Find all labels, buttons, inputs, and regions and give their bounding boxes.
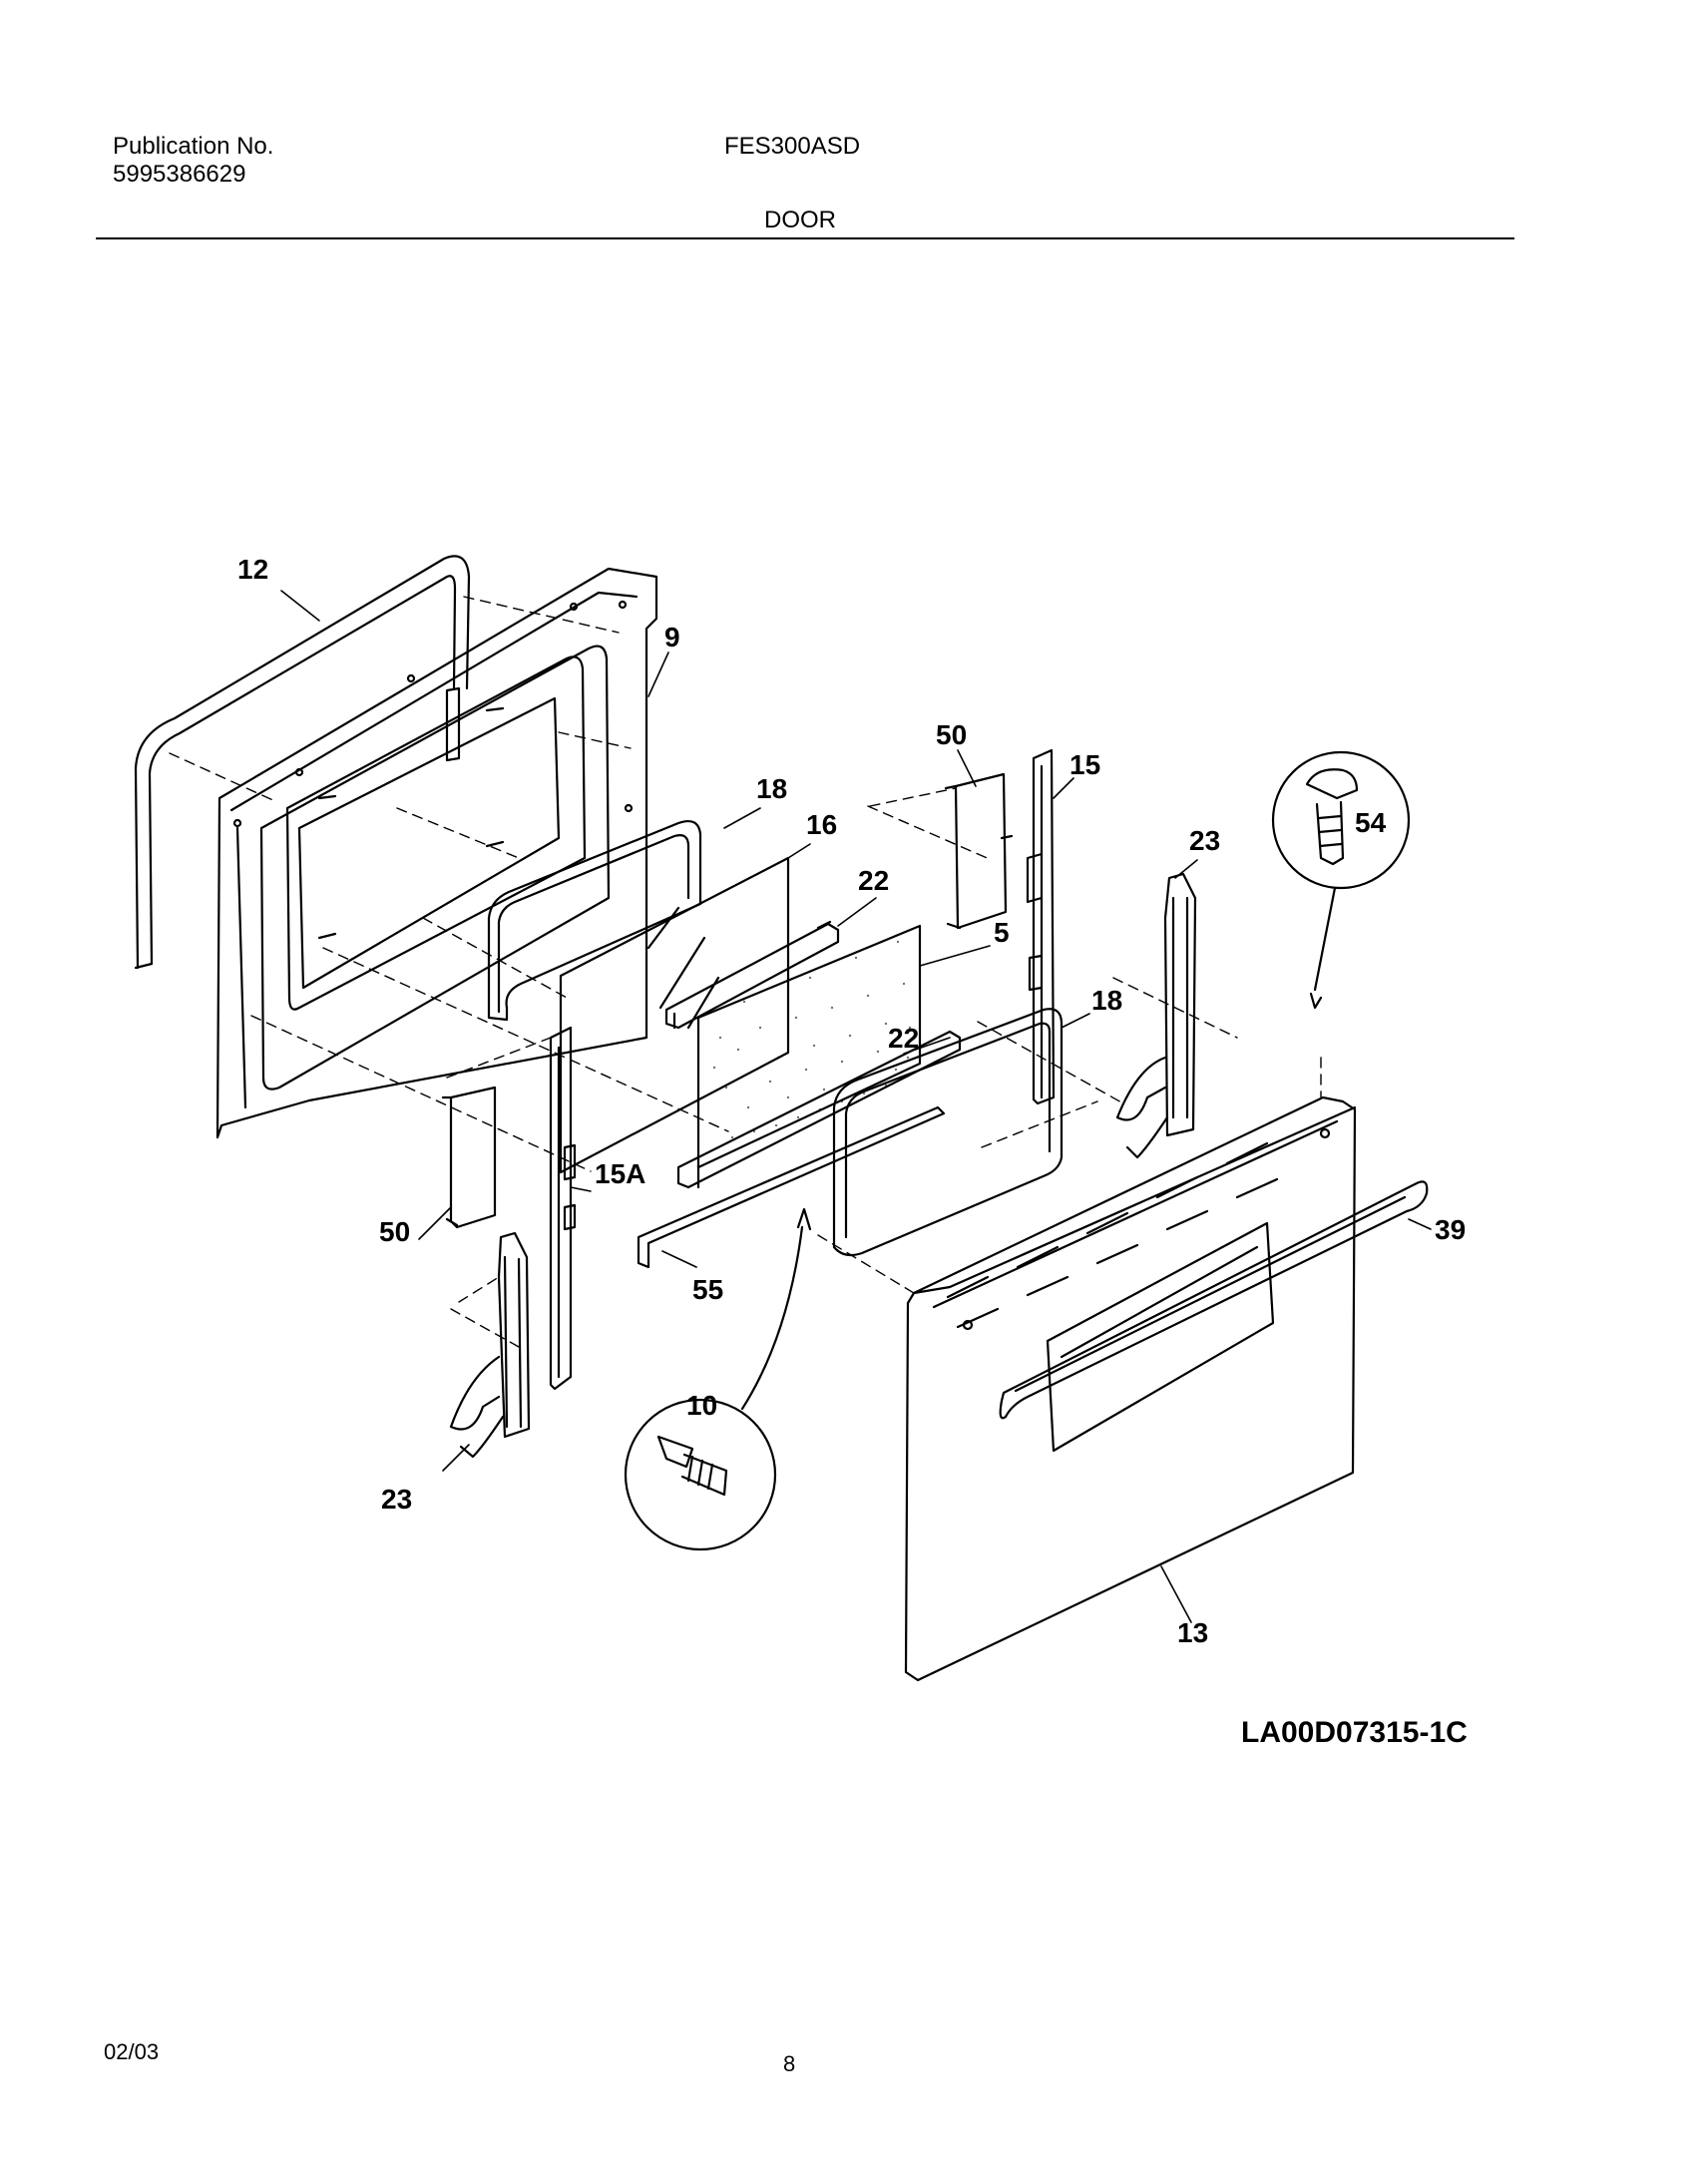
hinge-right-part xyxy=(1115,872,1197,1159)
part-label-23-right: 23 xyxy=(1189,825,1220,856)
part-label-50-lower: 50 xyxy=(379,1216,410,1247)
diagram-code: LA00D07315-1C xyxy=(1241,1716,1468,1749)
part-label-15: 15 xyxy=(1069,749,1100,780)
section-title: DOOR xyxy=(764,207,836,233)
door-gasket-part xyxy=(134,555,471,970)
left-side-channel-part xyxy=(549,1026,577,1391)
page-number: 8 xyxy=(783,2051,796,2076)
part-label-22-lower: 22 xyxy=(888,1023,919,1054)
publication-label: Publication No. xyxy=(113,133,274,160)
part-label-23-left: 23 xyxy=(381,1484,412,1515)
part-label-10: 10 xyxy=(686,1390,717,1421)
header-rule xyxy=(96,237,1514,239)
right-side-channel-part xyxy=(1026,748,1056,1105)
insulation-pad-part xyxy=(696,924,922,1169)
hinge-left-part xyxy=(449,1231,531,1459)
part-label-55: 55 xyxy=(692,1274,723,1305)
insulation-texture xyxy=(712,940,912,1139)
part-label-22-upper: 22 xyxy=(858,865,889,896)
part-label-18-upper: 18 xyxy=(756,773,787,804)
part-label-15A: 15A xyxy=(595,1158,645,1189)
part-label-18-lower: 18 xyxy=(1091,985,1122,1016)
lower-glass-retainer-part xyxy=(676,1030,962,1189)
model-number: FES300ASD xyxy=(724,133,861,160)
footer-date: 02/03 xyxy=(104,2039,160,2064)
inner-door-liner-part xyxy=(215,567,658,1139)
glass-gasket-lower-part xyxy=(832,1008,1064,1257)
upper-glass-retainer-part xyxy=(664,920,840,1030)
screw-detail-54 xyxy=(1271,750,1411,1010)
part-label-12: 12 xyxy=(237,554,268,585)
part-label-16: 16 xyxy=(806,809,837,840)
glass-gasket-upper-part xyxy=(487,819,702,1022)
part-label-9: 9 xyxy=(664,622,680,653)
outer-door-panel-part xyxy=(904,1095,1357,1682)
part-label-13: 13 xyxy=(1177,1617,1208,1648)
part-label-39: 39 xyxy=(1435,1214,1466,1245)
lower-heat-shield-part xyxy=(441,1086,497,1229)
part-label-5: 5 xyxy=(994,917,1010,948)
door-handle-part xyxy=(999,1180,1429,1420)
publication-number: 5995386629 xyxy=(113,161,246,188)
part-label-54: 54 xyxy=(1355,807,1387,838)
bottom-trim-part xyxy=(637,1105,946,1269)
part-label-50-upper: 50 xyxy=(936,719,967,750)
screw-detail-10 xyxy=(624,1207,812,1551)
upper-heat-shield-part xyxy=(944,772,1014,930)
